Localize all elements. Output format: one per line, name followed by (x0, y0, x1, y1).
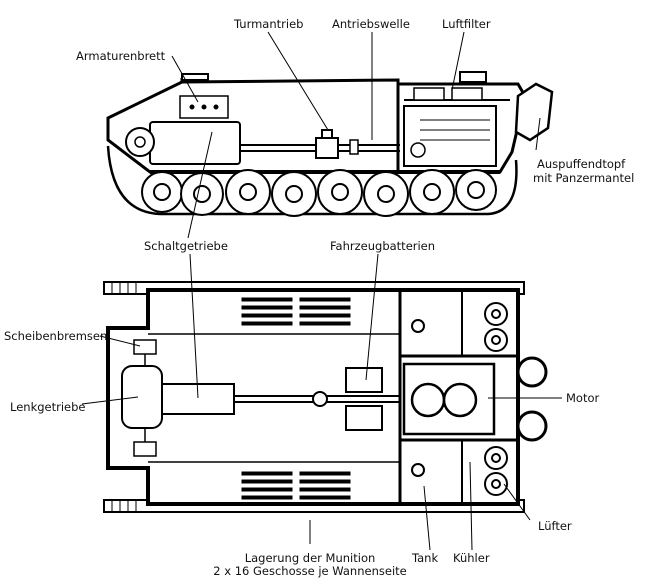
side-gearbox (149, 121, 241, 165)
label-munition-line2: 2 x 16 Geschosse je Wannenseite (213, 564, 407, 578)
side-view (106, 71, 554, 217)
side-exhaust (514, 82, 554, 142)
ammo-rack-top (241, 297, 351, 326)
leader-lines (81, 31, 562, 551)
turret-drive (315, 137, 339, 159)
label-antriebswelle: Antriebswelle (332, 17, 410, 31)
label-scheibenbremsen: Scheibenbremsen (4, 329, 108, 343)
ammo-rack-bottom (241, 471, 351, 500)
label-auspuffendtopf-line2: mit Panzermantel (533, 171, 635, 185)
label-luefter: Lüfter (538, 519, 572, 533)
top-view (103, 281, 548, 513)
top-exhaust-lower (516, 410, 548, 442)
label-turmantrieb: Turmantrieb (234, 17, 304, 31)
top-exhaust-upper (516, 356, 548, 388)
cooling-fans (484, 302, 508, 496)
top-gearbox (161, 383, 235, 415)
batteries-upper (345, 367, 383, 393)
batteries-lower (345, 405, 383, 431)
label-auspuffendtopf-line1: Auspuffendtopf (537, 157, 626, 171)
label-schaltgetriebe: Schaltgetriebe (144, 239, 228, 253)
label-luftfilter: Luftfilter (442, 17, 491, 31)
label-fahrzeugbatterien: Fahrzeugbatterien (330, 239, 436, 253)
side-engine (403, 105, 497, 167)
label-tank: Tank (412, 551, 439, 565)
label-lenkgetriebe: Lenkgetriebe (10, 400, 86, 414)
label-kuehler: Kühler (453, 551, 490, 565)
top-steering-gear (121, 365, 163, 429)
label-motor: Motor (566, 391, 600, 405)
label-munition-line1: Lagerung der Munition (244, 551, 376, 565)
label-armaturenbrett: Armaturenbrett (76, 49, 166, 63)
